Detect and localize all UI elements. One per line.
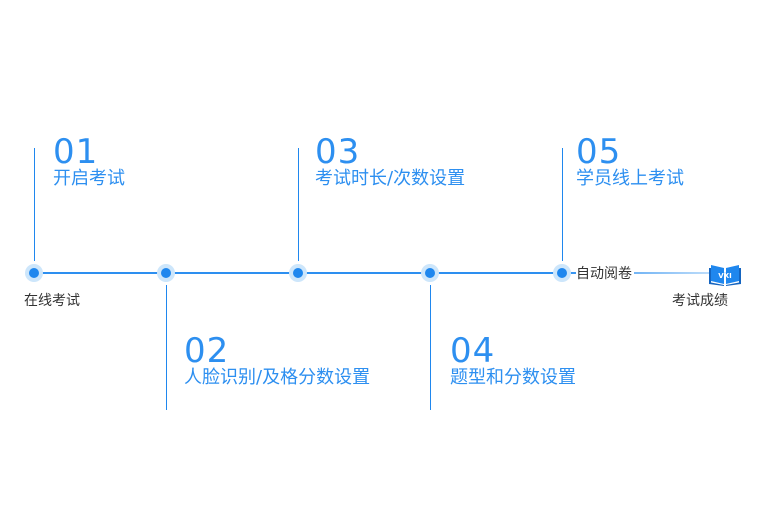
step-4-number: 04 xyxy=(450,331,496,371)
step-2-label: 人脸识别/及格分数设置 xyxy=(184,367,371,388)
timeline-node-5 xyxy=(553,264,571,282)
svg-text:VXI: VXI xyxy=(718,272,731,280)
timeline-node-1 xyxy=(25,264,43,282)
step-3-label: 考试时长/次数设置 xyxy=(315,168,466,189)
step-1-label: 开启考试 xyxy=(53,168,125,189)
step-2-number: 02 xyxy=(184,331,230,371)
auto-grade-label: 自动阅卷 xyxy=(576,266,634,282)
timeline-node-4 xyxy=(421,264,439,282)
step-4-label: 题型和分数设置 xyxy=(450,367,576,388)
step-3-number: 03 xyxy=(315,132,361,172)
step-1-number: 01 xyxy=(53,132,99,172)
connector-5 xyxy=(562,148,563,261)
connector-3 xyxy=(298,148,299,261)
step-5-number: 05 xyxy=(576,132,622,172)
open-book-icon: VXI xyxy=(709,265,741,286)
timeline-axis xyxy=(34,272,698,274)
connector-4 xyxy=(430,285,431,410)
connector-2 xyxy=(166,285,167,410)
start-label: 在线考试 xyxy=(24,293,80,309)
connector-1 xyxy=(34,148,35,261)
timeline-node-3 xyxy=(289,264,307,282)
step-5-label: 学员线上考试 xyxy=(576,168,684,189)
timeline-node-2 xyxy=(157,264,175,282)
timeline-axis-fade xyxy=(562,272,728,274)
end-label: 考试成绩 xyxy=(672,293,728,309)
